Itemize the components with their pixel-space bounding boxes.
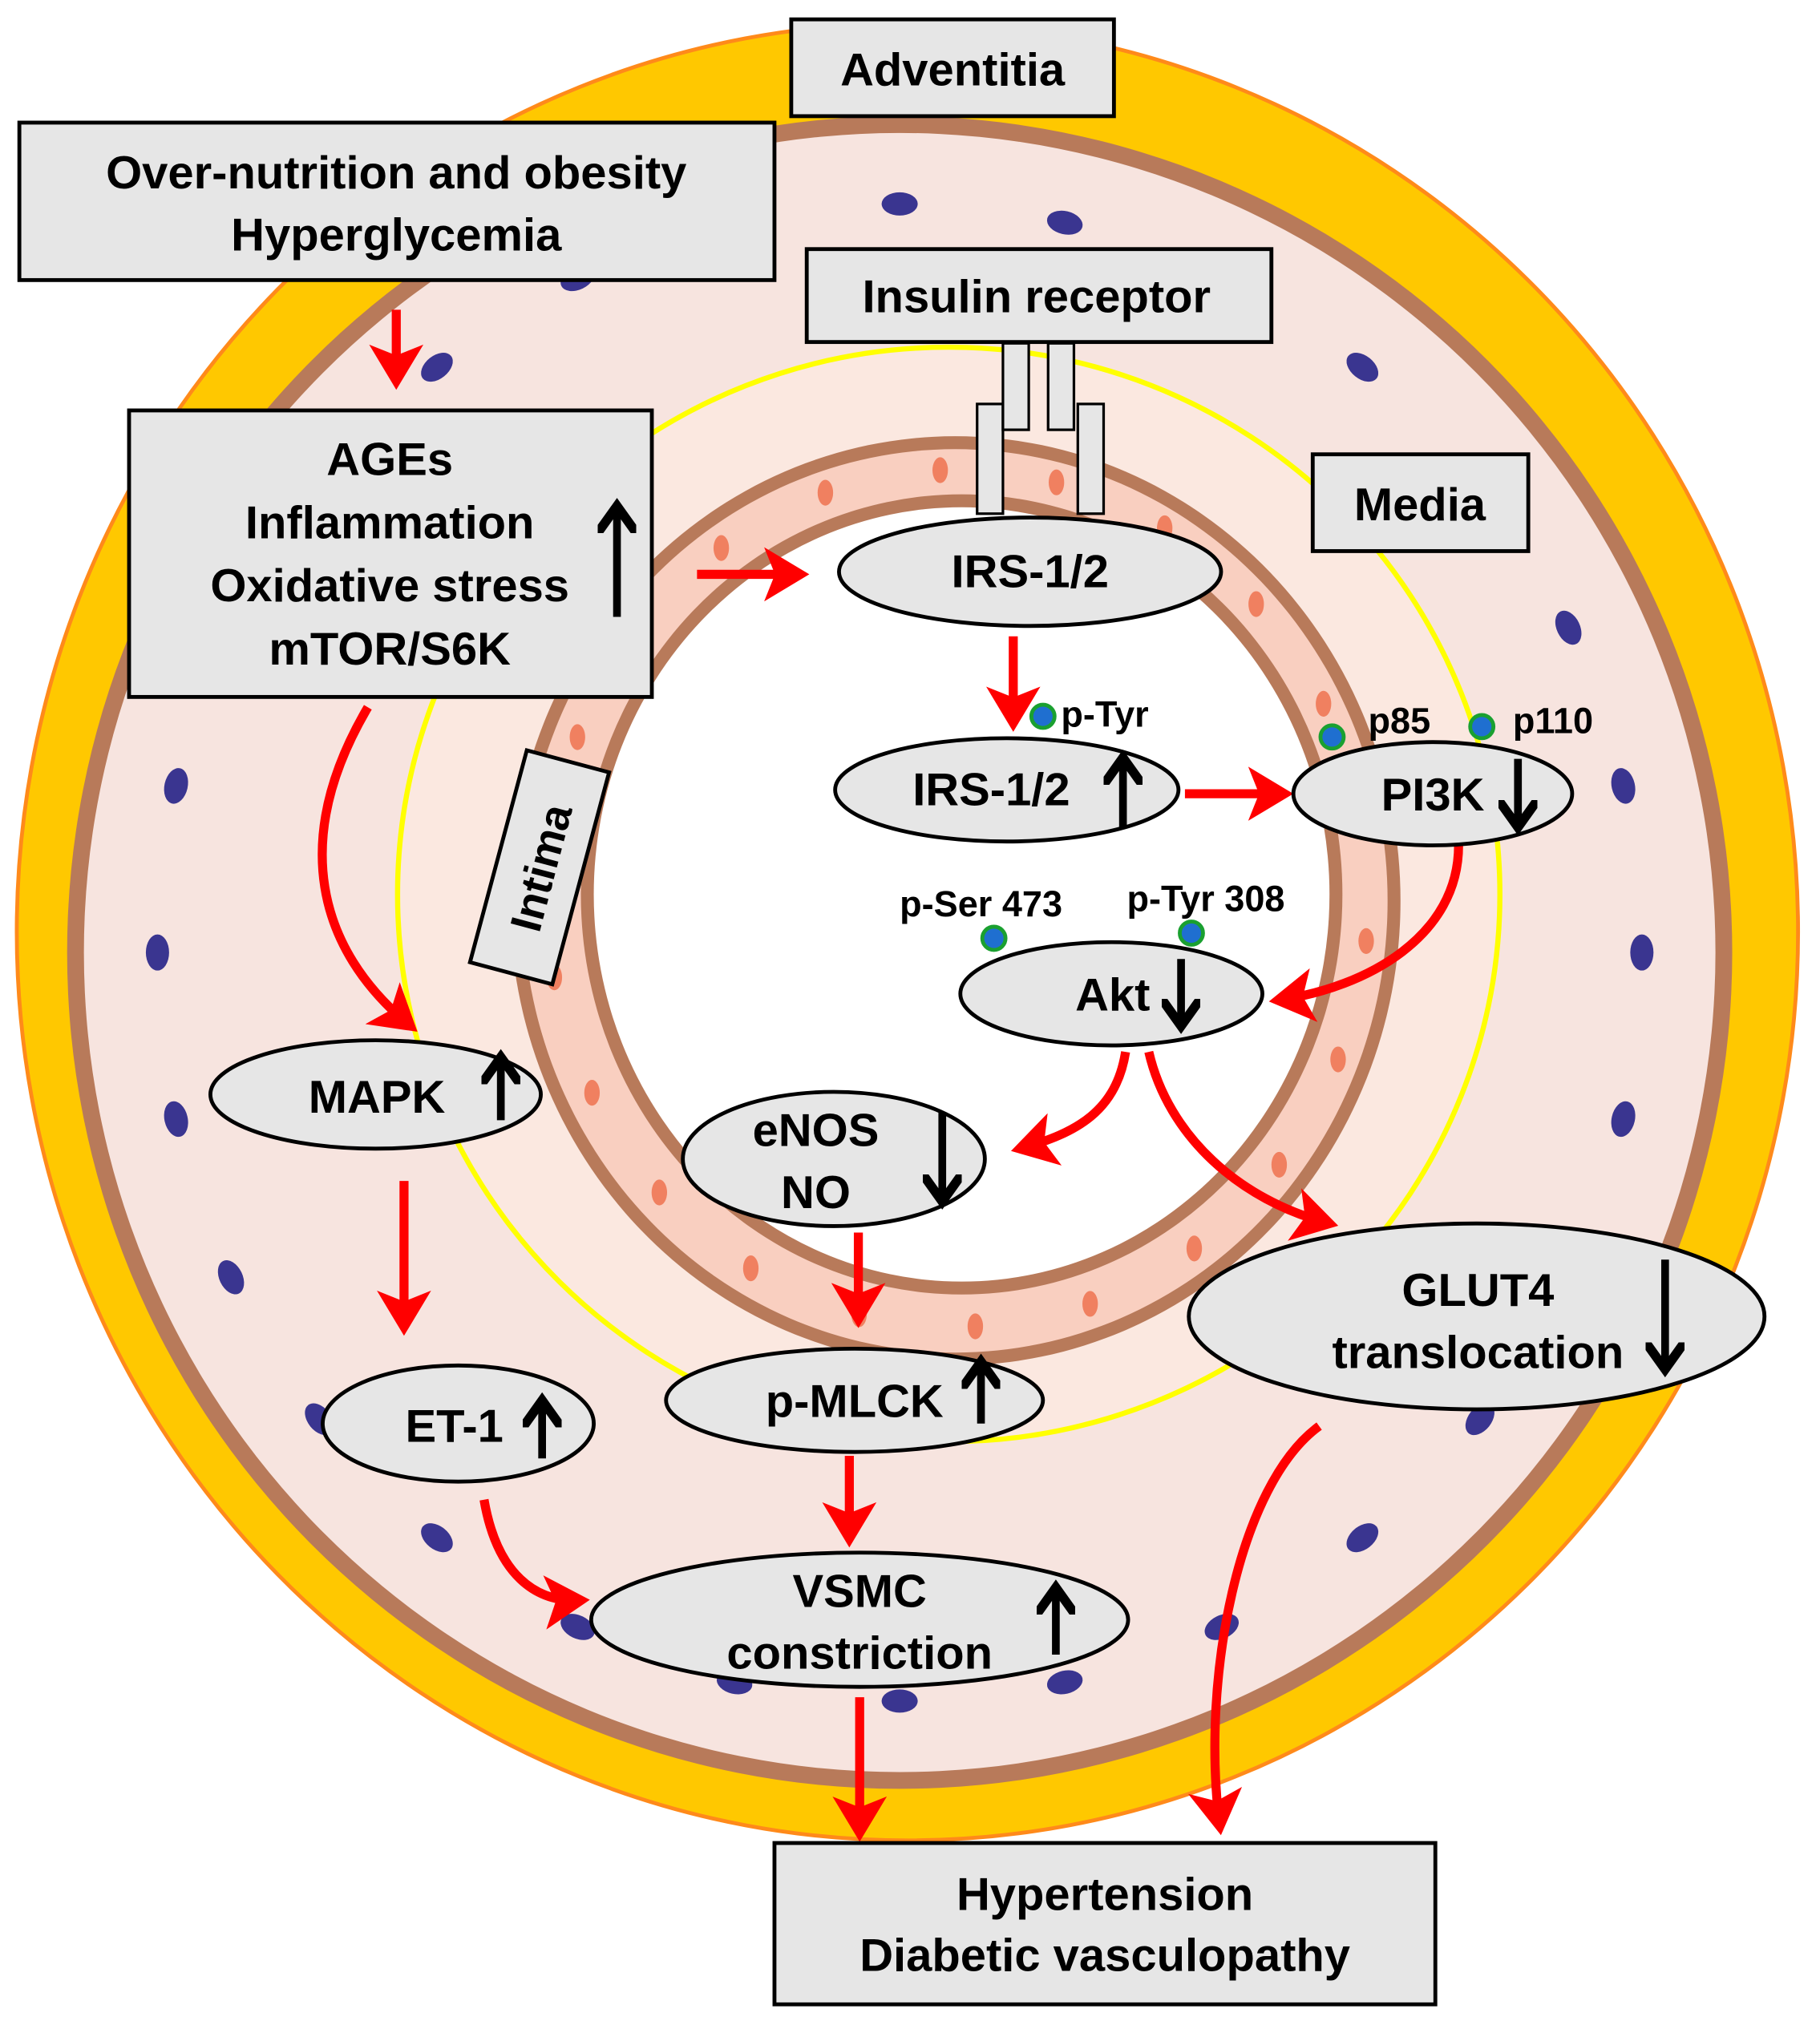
akt-label: Akt: [1075, 970, 1150, 1021]
smooth-muscle-nucleus: [145, 934, 169, 971]
receptor-label: Insulin receptor: [862, 272, 1211, 323]
node-pi3k: PI3K: [1291, 740, 1575, 847]
endothelial-nucleus: [1048, 469, 1065, 495]
p-tyr-label: p-Tyr: [1061, 693, 1148, 734]
pmlck-label: p-MLCK: [766, 1376, 944, 1428]
outcome-line1: Hypertension: [957, 1869, 1253, 1921]
endothelial-nucleus: [713, 535, 730, 561]
arrow-pi3k-to-akt: [1268, 845, 1463, 1022]
smooth-muscle-nucleus: [164, 1101, 188, 1138]
endothelial-nucleus: [1082, 1291, 1098, 1317]
endothelial-nucleus: [932, 457, 948, 483]
smooth-muscle-nucleus: [421, 1523, 453, 1553]
smooth-muscle-nucleus: [1555, 610, 1582, 645]
arrow-stress-to-mapk: [317, 705, 418, 1033]
adventitia-label: Adventitia: [840, 44, 1066, 95]
endothelial-nucleus: [967, 1313, 984, 1340]
et1-label: ET-1: [406, 1401, 504, 1452]
adventitia-label-box: Adventitia: [789, 17, 1116, 119]
endothelial-nucleus: [651, 1179, 668, 1206]
outcome-box: Hypertension Diabetic vasculopathy: [772, 1841, 1438, 2007]
phospho-dot-icon: [1468, 713, 1496, 741]
translocation-label: translocation: [1332, 1328, 1624, 1379]
endothelial-nucleus: [1316, 690, 1332, 717]
stress-line: Inflammation: [245, 497, 535, 548]
inputs-box: Over-nutrition and obesity Hyperglycemia: [17, 120, 777, 282]
phospho-dot-icon: [1318, 723, 1346, 751]
endothelial-nucleus: [1330, 1046, 1346, 1073]
arrow-akt-to-glut4: [1144, 1050, 1339, 1241]
endothelial-nucleus: [1358, 928, 1374, 954]
mapk-label: MAPK: [309, 1072, 446, 1123]
endothelial-nucleus: [1248, 591, 1264, 617]
pi3k-label: PI3K: [1381, 770, 1485, 821]
arrow-et1-to-vsmc: [479, 1498, 590, 1630]
stress-line: AGEs: [326, 434, 453, 485]
node-enos: eNOS NO: [681, 1089, 987, 1228]
irs-p-label: IRS-1/2: [912, 765, 1070, 816]
glut4-label: GLUT4: [1401, 1265, 1554, 1316]
node-mapk: MAPK: [208, 1038, 543, 1151]
stress-box: AGEs Inflammation Oxidative stress mTOR/…: [127, 408, 654, 699]
constriction-label: constriction: [726, 1628, 993, 1679]
endothelial-nucleus: [1271, 1151, 1288, 1178]
receptor-box: Insulin receptor: [804, 247, 1274, 345]
smooth-muscle-nucleus: [1630, 934, 1654, 971]
phospho-dot-icon: [980, 924, 1008, 952]
node-et1: ET-1: [321, 1363, 596, 1484]
vessel-lumen: [593, 507, 1330, 1282]
endothelial-nucleus: [742, 1255, 759, 1282]
p-ser473-label: p-Ser 473: [900, 883, 1062, 924]
phospho-dot-icon: [1178, 920, 1205, 947]
outcome-line2: Diabetic vasculopathy: [859, 1930, 1350, 1981]
endothelial-nucleus: [569, 724, 585, 750]
node-vsmc: VSMC constriction: [588, 1550, 1130, 1689]
stress-line: Oxidative stress: [210, 560, 569, 612]
phospho-dot-icon: [1029, 702, 1057, 730]
smooth-muscle-nucleus: [1046, 210, 1083, 235]
node-irs-phospho: IRS-1/2: [833, 736, 1181, 844]
smooth-muscle-nucleus: [881, 1689, 918, 1713]
phospho-sites: p-Tyr p85 p110 p-Ser 473 p-Tyr 308: [900, 693, 1593, 952]
node-irs-top: IRS-1/2: [837, 515, 1223, 629]
insulin-receptor-shape: [976, 342, 1106, 515]
smooth-muscle-nucleus: [1611, 768, 1636, 804]
smooth-muscle-nucleus: [1346, 1523, 1379, 1553]
endothelial-nucleus: [584, 1080, 601, 1106]
stress-line: mTOR/S6K: [269, 624, 511, 675]
arrow-glut4-to-outcome: [1188, 1422, 1322, 1836]
endothelial-nucleus: [1186, 1235, 1203, 1262]
intima-label-box: Intima: [467, 747, 612, 987]
media-label-box: Media: [1310, 452, 1531, 553]
media-label: Media: [1354, 479, 1486, 531]
smooth-muscle-nucleus: [1346, 353, 1379, 382]
irs-top-label: IRS-1/2: [952, 547, 1109, 598]
p110-label: p110: [1513, 700, 1593, 741]
smooth-muscle-nucleus: [1611, 1101, 1636, 1138]
endothelial-nucleus: [817, 479, 834, 506]
arrow-akt-to-enos: [1010, 1051, 1130, 1166]
smooth-muscle-nucleus: [164, 768, 188, 804]
node-akt: Akt: [958, 940, 1264, 1048]
node-pmlck: p-MLCK: [664, 1346, 1045, 1454]
smooth-muscle-nucleus: [217, 1260, 245, 1295]
smooth-muscle-nucleus: [881, 192, 918, 216]
vsmc-label: VSMC: [793, 1566, 927, 1617]
inputs-line2: Hyperglycemia: [231, 209, 562, 261]
inputs-line1: Over-nutrition and obesity: [106, 148, 686, 199]
pathway-arrows: [317, 309, 1463, 1842]
no-label: NO: [781, 1167, 851, 1219]
smooth-muscle-nucleus: [421, 353, 453, 382]
smooth-muscle-nucleus: [1046, 1670, 1083, 1695]
p85-label: p85: [1369, 700, 1431, 741]
node-glut4: GLUT4 translocation: [1187, 1221, 1767, 1412]
p-tyr308-label: p-Tyr 308: [1126, 879, 1284, 920]
enos-label: eNOS: [753, 1105, 880, 1157]
